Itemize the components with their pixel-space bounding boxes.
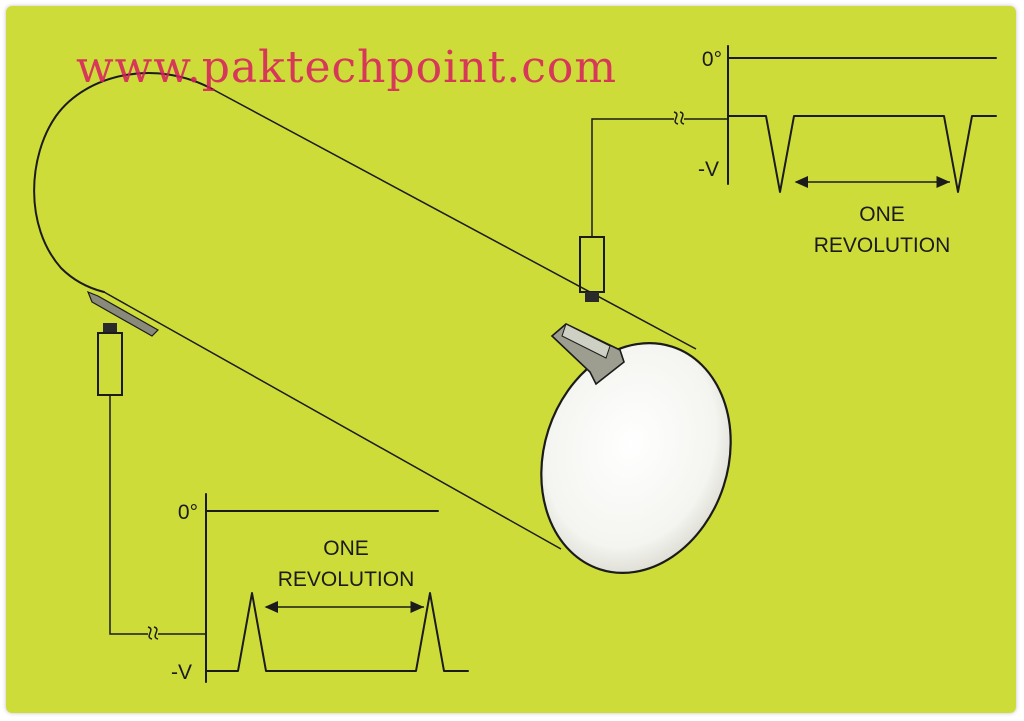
top-span-label-1: ONE [859,203,905,226]
shaft-back-end [33,72,215,293]
bottom-zero-label: 0° [178,501,198,524]
bottom-wave-trace [205,592,469,672]
diagram-frame: 0° -V ONE REVOLUTION 0° -V ONE REVOLUTIO… [6,6,1016,713]
keyway-slot-inner [561,323,611,359]
top-neg-label: -V [698,158,719,181]
background [6,6,1016,713]
top-probe-cable [591,118,674,237]
shaft-top-edge [213,89,697,350]
shaft [33,72,732,574]
bottom-neg-label: -V [171,661,192,684]
keyway-notch-bottom [86,290,159,337]
bottom-probe-cable [109,395,148,635]
watermark-text: www.paktechpoint.com [76,42,617,93]
shaft-end-face [540,342,732,574]
top-probe: 0° -V ONE REVOLUTION [579,45,997,302]
bottom-span-label-2: REVOLUTION [278,568,415,591]
top-cable-break [673,111,685,125]
top-span-label-2: REVOLUTION [814,234,951,257]
top-zero-label: 0° [702,48,722,71]
bottom-probe-tip [103,323,117,333]
shaft-keyphasor-diagram: 0° -V ONE REVOLUTION 0° -V ONE REVOLUTIO… [6,6,1016,713]
bottom-span-label-1: ONE [323,537,369,560]
bottom-cable-break [147,626,159,640]
top-probe-tip [585,292,599,302]
shaft-bottom-edge [103,291,562,550]
top-wave-trace [727,115,997,193]
bottom-probe: 0° -V ONE REVOLUTION [97,323,469,684]
